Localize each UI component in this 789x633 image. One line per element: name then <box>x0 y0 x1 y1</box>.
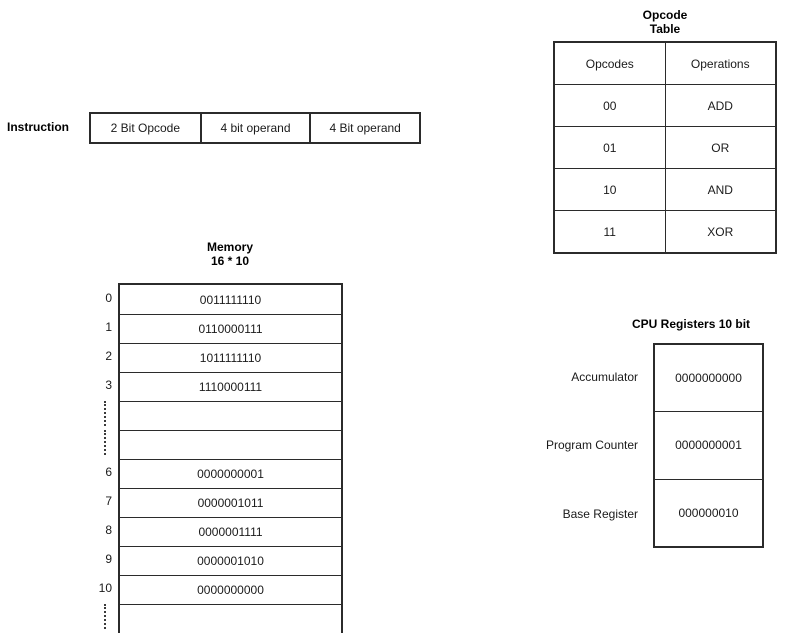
opcode-value: 11 <box>603 224 616 239</box>
table-row: 11 XOR <box>555 210 775 252</box>
register-value-program-counter: 0000000001 <box>655 411 762 478</box>
table-row: 10 AND <box>555 168 775 210</box>
memory-address-ellipsis-icon <box>92 602 116 631</box>
memory-cells: 0011111110 0110000111 1011111110 1110000… <box>118 283 343 633</box>
memory-cell: 0000001111 <box>120 517 341 546</box>
memory-address: 10 <box>98 580 112 595</box>
memory-cell: 0000001011 <box>120 488 341 517</box>
memory-address-ellipsis-icon <box>92 428 116 457</box>
memory-cell: 1110000111 <box>120 372 341 401</box>
opcode-value: 00 <box>603 98 617 113</box>
instruction-label: Instruction <box>7 120 69 134</box>
opcode-table-title-line1: Opcode <box>642 8 688 22</box>
instruction-field-opcode: 2 Bit Opcode <box>110 121 181 135</box>
operation-value: OR <box>664 127 776 168</box>
operation-value: AND <box>664 169 776 210</box>
opcode-table-header-row: Opcodes Operations <box>555 43 775 84</box>
register-value-base-register: 000000010 <box>655 478 762 546</box>
memory-cell <box>120 401 341 430</box>
opcode-value: 01 <box>603 140 617 155</box>
register-label-program-counter: Program Counter <box>545 438 638 453</box>
register-label-accumulator: Accumulator <box>571 370 638 385</box>
cpu-registers-values: 0000000000 0000000001 000000010 <box>653 343 764 548</box>
memory-address: 2 <box>105 348 112 363</box>
cpu-registers-label-column: Accumulator Program Counter Base Registe… <box>520 343 648 548</box>
memory-address: 3 <box>105 377 112 392</box>
memory-cell: 0011111110 <box>199 292 262 307</box>
memory-cell <box>120 430 341 459</box>
memory-cell: 0000001010 <box>120 546 341 575</box>
memory-title: Memory 16 * 10 <box>175 240 285 268</box>
table-row: 01 OR <box>555 126 775 168</box>
register-value-accumulator: 0000000000 <box>675 371 742 386</box>
table-row: 00 ADD <box>555 84 775 126</box>
memory-address: 1 <box>105 319 112 334</box>
cpu-registers-title: CPU Registers 10 bit <box>632 317 751 331</box>
instruction-format-box: 2 Bit Opcode 4 bit operand 4 Bit operand <box>89 112 421 144</box>
instruction-field-operand2: 4 Bit operand <box>309 114 419 142</box>
memory-address: 9 <box>105 551 112 566</box>
memory-address-ellipsis-icon <box>92 399 116 428</box>
register-label-base-register: Base Register <box>562 506 638 521</box>
opcode-value: 10 <box>603 182 617 197</box>
opcode-table-title-line2: Table <box>649 22 681 36</box>
opcode-table-title: Opcode Table <box>600 8 730 36</box>
memory-cell: 0110000111 <box>120 314 341 343</box>
memory-address: 7 <box>105 493 112 508</box>
opcode-header-operations: Operations <box>664 43 776 84</box>
memory-title-line1: Memory <box>206 240 253 254</box>
memory-address: 8 <box>105 522 112 537</box>
memory-address: 0 <box>105 290 112 305</box>
operation-value: ADD <box>664 85 776 126</box>
cpu-registers-block: Accumulator Program Counter Base Registe… <box>520 343 765 548</box>
opcode-header-opcodes: Opcodes <box>585 56 634 71</box>
memory-cell <box>120 604 341 633</box>
memory-title-line2: 16 * 10 <box>210 254 250 268</box>
memory-cell: 0000000001 <box>120 459 341 488</box>
instruction-field-operand1: 4 bit operand <box>199 114 310 142</box>
operation-value: XOR <box>664 211 776 252</box>
opcode-table: Opcodes Operations 00 ADD 01 OR 10 AND 1… <box>553 41 777 254</box>
memory-address-column: 0 1 2 3 6 7 8 9 10 <box>92 283 116 631</box>
memory-address: 6 <box>105 464 112 479</box>
memory-cell: 0000000000 <box>120 575 341 604</box>
memory-cell: 1011111110 <box>120 343 341 372</box>
